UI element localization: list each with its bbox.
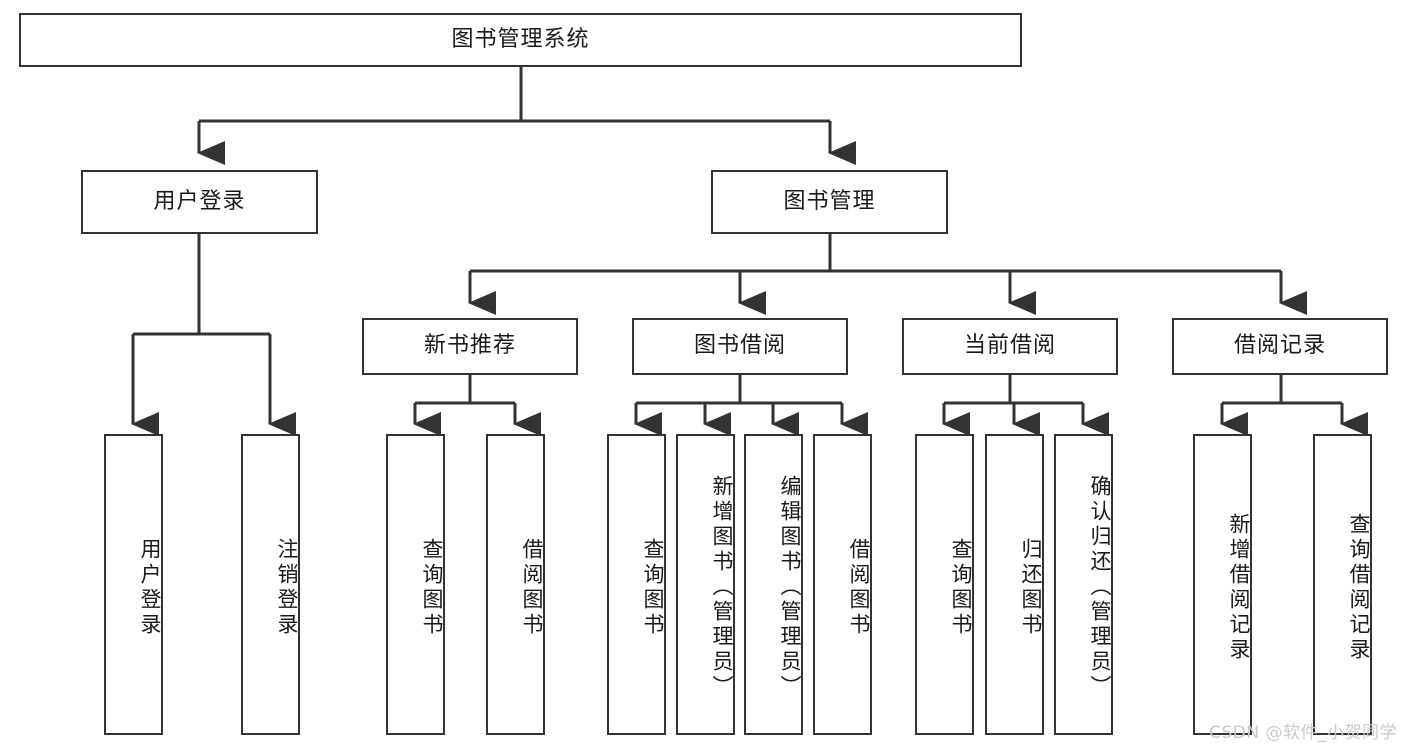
node-leaf-return-book[interactable]: 归还图书 bbox=[985, 434, 1044, 735]
leaf-label: 查询图书 bbox=[949, 537, 973, 638]
node-leaf-query-book-1[interactable]: 查询图书 bbox=[386, 434, 445, 735]
leaf-label: 查询图书 bbox=[420, 537, 444, 638]
node-current-borrow[interactable]: 当前借阅 bbox=[902, 318, 1118, 375]
node-leaf-user-login[interactable]: 用户登录 bbox=[104, 434, 163, 735]
node-borrow-record[interactable]: 借阅记录 bbox=[1172, 318, 1388, 375]
node-leaf-query-record[interactable]: 查询借阅记录 bbox=[1313, 434, 1372, 735]
node-leaf-confirm-return[interactable]: 确认归还（管理员） bbox=[1054, 434, 1113, 735]
node-book-borrow[interactable]: 图书借阅 bbox=[632, 318, 848, 375]
node-leaf-user-logout[interactable]: 注销登录 bbox=[241, 434, 300, 735]
leaf-label: 查询图书 bbox=[641, 537, 665, 638]
node-leaf-edit-book[interactable]: 编辑图书（管理员） bbox=[744, 434, 803, 735]
node-leaf-borrow-book-2[interactable]: 借阅图书 bbox=[813, 434, 872, 735]
leaf-label: 确认归还（管理员） bbox=[1088, 475, 1112, 700]
node-leaf-query-book-3[interactable]: 查询图书 bbox=[915, 434, 974, 735]
leaf-label: 借阅图书 bbox=[847, 537, 871, 638]
node-leaf-add-book[interactable]: 新增图书（管理员） bbox=[676, 434, 735, 735]
node-user-login[interactable]: 用户登录 bbox=[81, 170, 318, 234]
leaf-label: 新增图书（管理员） bbox=[710, 475, 734, 700]
leaf-label: 查询借阅记录 bbox=[1347, 512, 1371, 663]
node-root-system[interactable]: 图书管理系统 bbox=[19, 13, 1022, 67]
leaf-label: 新增借阅记录 bbox=[1227, 512, 1251, 663]
leaf-label: 注销登录 bbox=[275, 537, 299, 638]
leaf-label: 用户登录 bbox=[138, 537, 162, 638]
leaf-label: 编辑图书（管理员） bbox=[778, 475, 802, 700]
node-book-manage[interactable]: 图书管理 bbox=[711, 170, 948, 234]
leaf-label: 归还图书 bbox=[1019, 537, 1043, 638]
node-new-book-recommend[interactable]: 新书推荐 bbox=[362, 318, 578, 375]
node-leaf-add-record[interactable]: 新增借阅记录 bbox=[1193, 434, 1252, 735]
node-leaf-borrow-book-1[interactable]: 借阅图书 bbox=[486, 434, 545, 735]
node-leaf-query-book-2[interactable]: 查询图书 bbox=[607, 434, 666, 735]
leaf-label: 借阅图书 bbox=[520, 537, 544, 638]
